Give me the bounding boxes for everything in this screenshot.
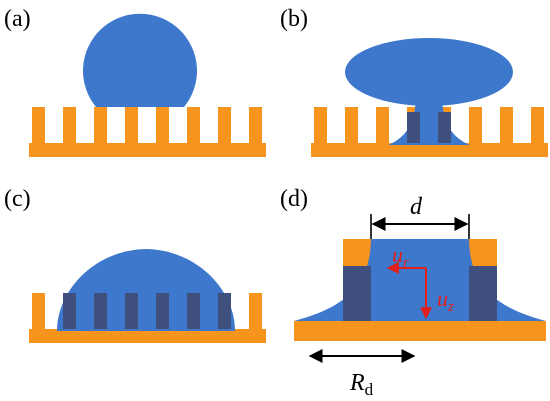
panel-b-label: (b)	[280, 6, 308, 32]
panel-d: (d) d ur uz Rd	[280, 186, 546, 399]
panel-d-pillar-overlap-right	[469, 266, 497, 321]
d-label: d	[410, 194, 423, 220]
panel-c-droplet	[57, 249, 235, 331]
ur-label: ur	[392, 242, 409, 271]
panel-a-substrate	[29, 107, 266, 157]
panel-c: (c)	[4, 186, 266, 343]
panel-d-droplet-meniscus	[294, 239, 546, 321]
panel-b-pillar-overlap	[407, 112, 420, 143]
panel-b-droplet-cap	[345, 38, 513, 106]
panel-a: (a)	[4, 6, 266, 157]
panel-c-pillar-overlaps	[63, 293, 231, 329]
panel-c-label: (c)	[4, 186, 31, 212]
panel-b: (b)	[280, 6, 548, 157]
panel-d-label: (d)	[280, 186, 308, 212]
panel-a-droplet	[83, 13, 197, 107]
panel-b-substrate	[311, 107, 548, 157]
panel-d-pillar-overlap-left	[343, 266, 371, 321]
Rd-label: Rd	[349, 370, 374, 399]
uz-label: uz	[437, 286, 454, 315]
panel-b-pillar-overlap	[438, 112, 451, 143]
panel-a-label: (a)	[4, 6, 31, 32]
